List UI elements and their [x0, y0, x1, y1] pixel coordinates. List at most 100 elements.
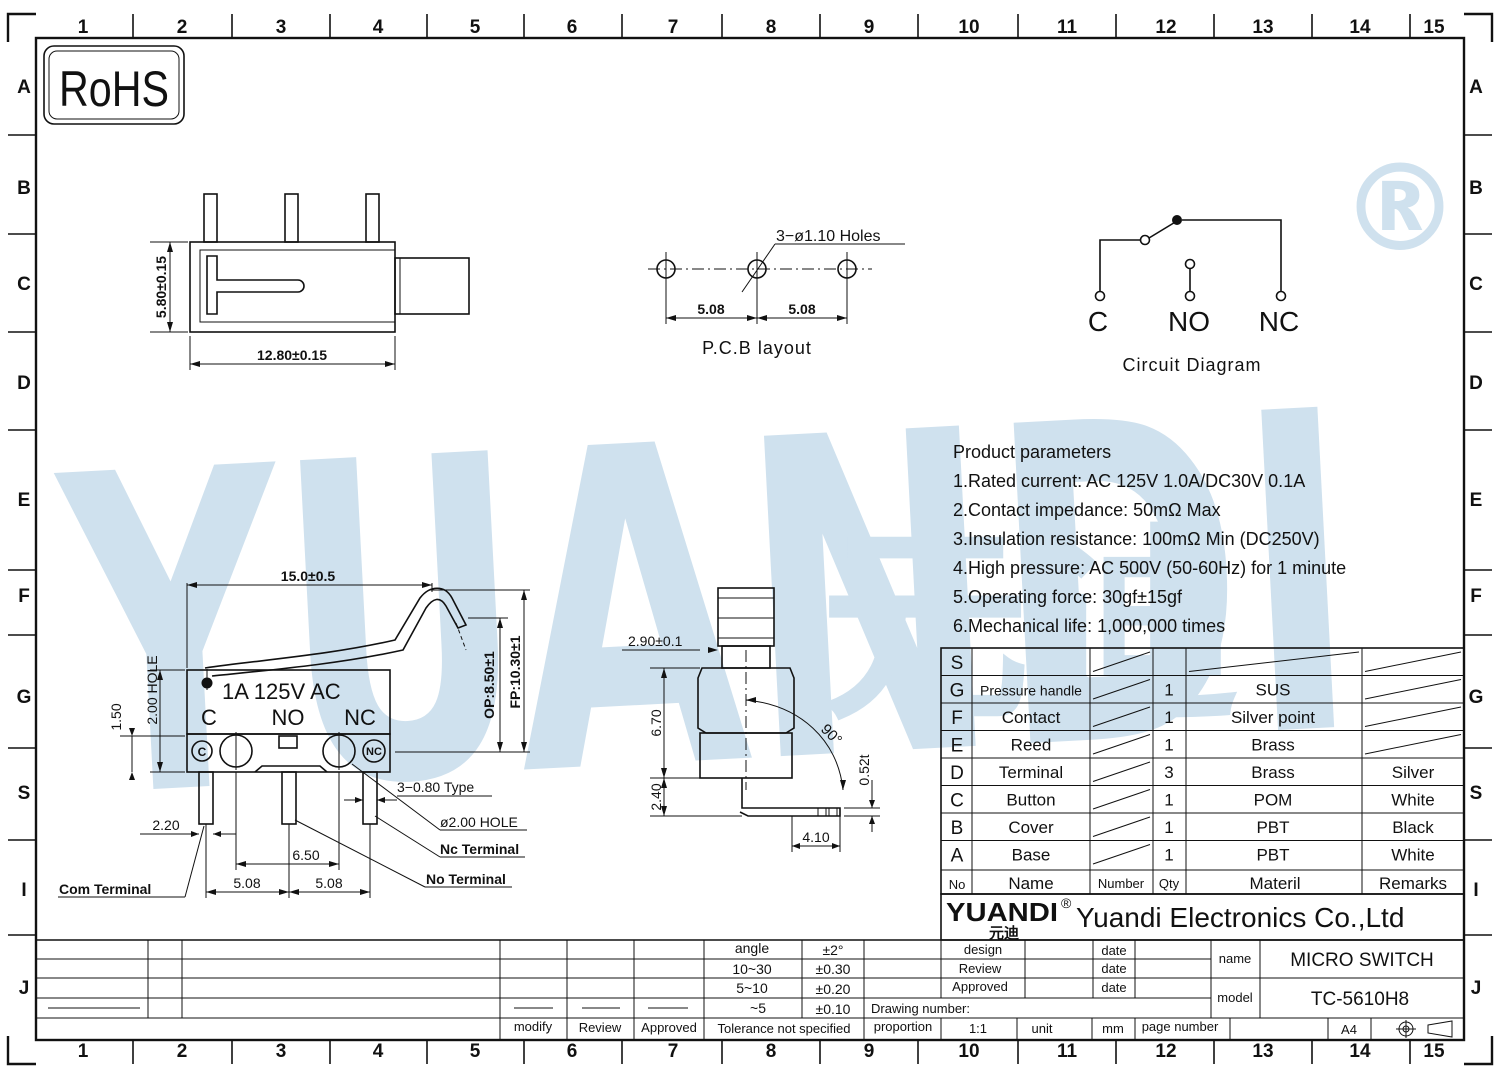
bom-header-qty: Qty	[1159, 876, 1180, 891]
param-item: 3.Insulation resistance: 100mΩ Min (DC25…	[953, 529, 1320, 549]
grid-column-label: 13	[1252, 17, 1273, 38]
company-logo: YUANDI	[946, 897, 1058, 927]
grid-row-label: J	[1471, 978, 1482, 999]
grid-column-label: 4	[373, 1041, 384, 1062]
tb-unit: unit	[1032, 1021, 1053, 1036]
param-item: 2.Contact impedance: 50mΩ Max	[953, 500, 1221, 520]
watermark-text: YUANDI	[47, 318, 1367, 897]
bom-no: C	[950, 790, 964, 811]
tb-proportion: proportion	[874, 1019, 933, 1034]
tb-model-label: model	[1217, 990, 1253, 1005]
circuit-nc: NC	[1259, 306, 1299, 337]
grid-column-label: 1	[78, 1041, 89, 1062]
bom-qty: 1	[1164, 708, 1173, 727]
bom-header-name: Name	[1008, 874, 1053, 893]
blank-cell-slash	[1364, 651, 1462, 672]
grid-column-label: 14	[1349, 1041, 1371, 1062]
grid-row-label: I	[21, 880, 26, 901]
tb-model-value: TC-5610H8	[1311, 989, 1409, 1010]
grid-column-label: 13	[1252, 1041, 1273, 1062]
dim-220: 2.20	[152, 817, 179, 833]
grid-row-label: G	[1469, 687, 1484, 708]
grid-column-labels: 1122334455667788991010111112121313141415…	[78, 14, 1445, 1064]
bom-material: POM	[1254, 790, 1293, 809]
grid-row-label: B	[17, 178, 31, 199]
grid-column-label: 12	[1155, 1041, 1176, 1062]
tol-value: ±0.10	[816, 1001, 851, 1017]
company-banner: YUANDI 元迪 ® Yuandi Electronics Co.,Ltd	[940, 893, 1465, 942]
grid-row-label: D	[1469, 373, 1483, 394]
dim-508b: 5.08	[315, 875, 342, 891]
note-com-terminal: Com Terminal	[59, 881, 151, 897]
dim-410: 4.10	[802, 829, 829, 845]
grid-row-label: I	[1473, 880, 1478, 901]
grid-row-label: S	[1470, 783, 1483, 804]
bom-remarks: White	[1391, 845, 1434, 864]
bom-material: Brass	[1251, 735, 1294, 754]
grid-row-label: B	[1469, 178, 1483, 199]
grid-row-label: C	[17, 274, 31, 295]
body-nc: NC	[344, 705, 376, 730]
note-nc-terminal: Nc Terminal	[440, 841, 519, 857]
tol-range: ~5	[750, 1000, 766, 1016]
tb-drawing-number: Drawing number:	[871, 1001, 970, 1016]
blank-cell-slash	[1092, 679, 1151, 700]
grid-column-label: 14	[1349, 17, 1371, 38]
dim-240: 2.40	[648, 783, 664, 810]
tb-scale: 1:1	[969, 1021, 987, 1036]
bom-name: Cover	[1008, 818, 1054, 837]
bom-header-material: Materil	[1249, 874, 1300, 893]
blank-cell-slash	[1092, 651, 1151, 672]
bom-no: G	[950, 680, 965, 701]
grid-column-label: 11	[1057, 1041, 1078, 1062]
tb-review2: Review	[959, 961, 1002, 976]
bom-no: E	[951, 735, 964, 756]
product-parameters: Product parameters 1.Rated current: AC 1…	[953, 442, 1346, 636]
grid-row-label: G	[17, 687, 32, 708]
bom-no: B	[951, 818, 964, 839]
grid-row-label: E	[1470, 490, 1483, 511]
blank-cell-slash	[1364, 734, 1462, 755]
company-logo-cn: 元迪	[989, 924, 1019, 942]
note-no-terminal: No Terminal	[426, 871, 506, 887]
bom-remarks: White	[1391, 790, 1434, 809]
body-rating: 1A 125V AC	[222, 679, 341, 704]
grid-column-label: 12	[1155, 17, 1176, 38]
bom-remarks: Silver	[1392, 763, 1435, 782]
grid-column-label: 10	[958, 17, 979, 38]
bom-material: SUS	[1256, 680, 1291, 699]
tb-page-number: page number	[1142, 1019, 1219, 1034]
bom-qty: 1	[1164, 818, 1173, 837]
tb-date: date	[1101, 980, 1126, 995]
param-item: 6.Mechanical life: 1,000,000 times	[953, 616, 1225, 636]
grid-column-label: 15	[1423, 17, 1445, 38]
bom-no: A	[951, 845, 964, 866]
grid-column-label: 9	[864, 1041, 875, 1062]
grid-row-label: A	[17, 77, 31, 98]
title-block: angle ±2° 10~30 ±0.30 5~10 ±0.20 ~5 ±0.1…	[36, 939, 1464, 1040]
pcb-holes-note: 3−ø1.10 Holes	[776, 228, 881, 245]
blank-cell-slash	[1092, 706, 1151, 727]
tol-value: ±0.30	[816, 961, 851, 977]
grid-row-label: S	[18, 783, 31, 804]
bom-material: PBT	[1256, 845, 1289, 864]
grid-column-label: 9	[864, 17, 875, 38]
tb-paper: A4	[1341, 1022, 1357, 1037]
grid-column-label: 3	[276, 17, 287, 38]
dim-670: 6.70	[648, 709, 664, 736]
blank-cell-slash	[1092, 734, 1151, 755]
pcb-caption: P.C.B layout	[702, 338, 812, 358]
bom-remarks: Black	[1392, 818, 1434, 837]
bom-qty: 1	[1164, 790, 1173, 809]
front-view: 1A 125V AC C NO NC C NC 15.0±0.5 OP:8.50…	[58, 568, 530, 898]
grid-row-label: F	[1470, 586, 1482, 607]
rohs-text: RoHS	[59, 61, 169, 117]
dim-508a: 5.08	[233, 875, 260, 891]
grid-column-label: 11	[1057, 17, 1078, 38]
dim-length: 15.0±0.5	[281, 568, 336, 584]
grid-row-label: A	[1469, 77, 1483, 98]
grid-column-label: 2	[177, 1041, 188, 1062]
tb-design: design	[964, 942, 1002, 957]
grid-column-label: 5	[470, 1041, 481, 1062]
